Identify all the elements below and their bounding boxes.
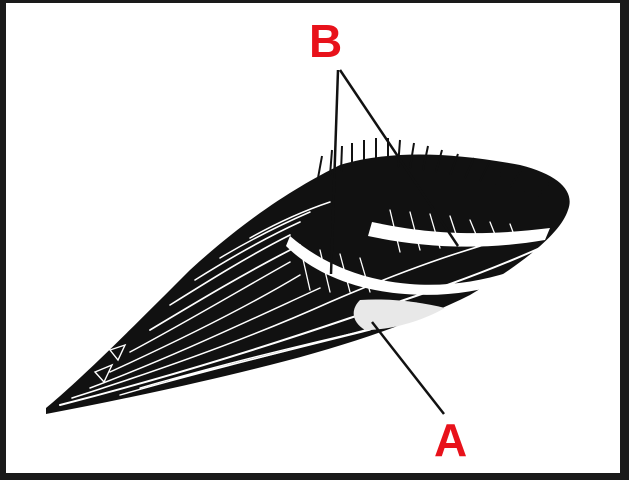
label-b: B bbox=[309, 18, 342, 64]
label-a: A bbox=[434, 417, 467, 463]
pointer-a bbox=[372, 322, 444, 414]
